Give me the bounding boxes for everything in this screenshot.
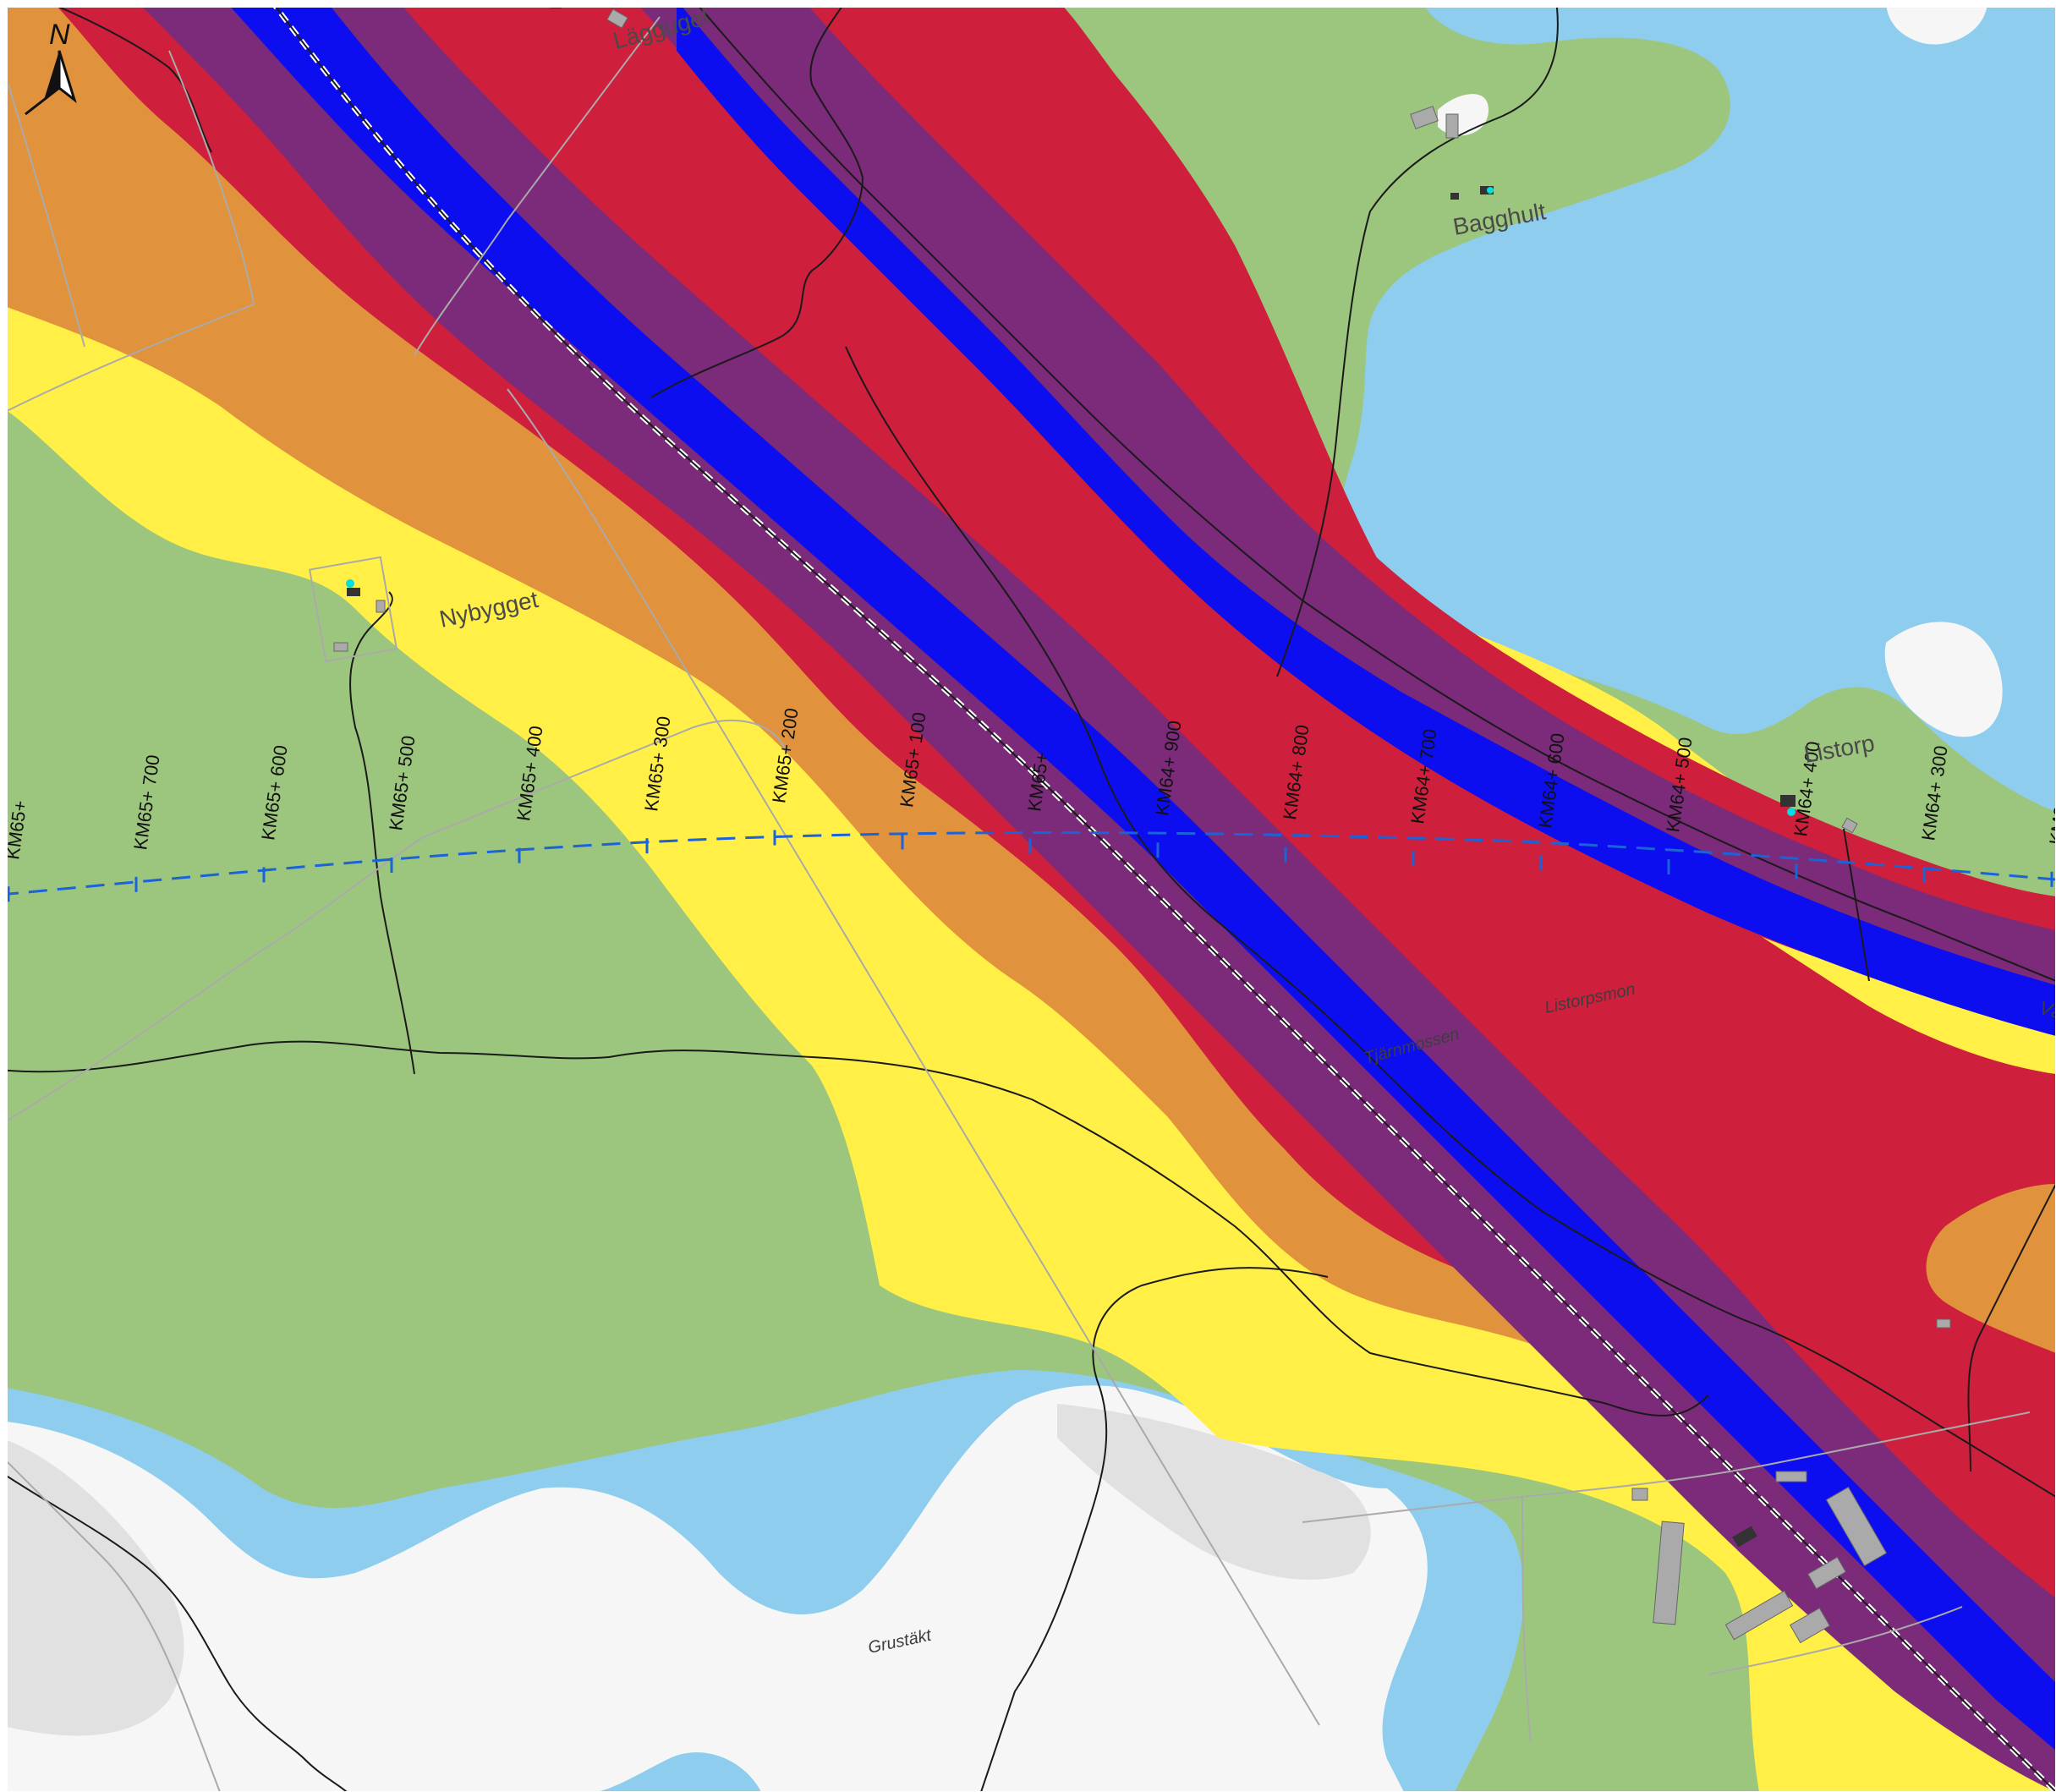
- lake-north: [1337, 7, 2056, 812]
- highway: [698, 7, 2056, 982]
- north-arrow-icon: [25, 50, 77, 116]
- road: [349, 591, 415, 1075]
- building: [606, 8, 628, 29]
- building: [333, 642, 348, 652]
- grey-zone-sw: [7, 1439, 184, 1736]
- building: [1825, 1486, 1888, 1567]
- road: [56, 7, 212, 153]
- building: [347, 588, 360, 596]
- road: [1967, 1183, 2056, 1472]
- building: [1807, 1556, 1847, 1590]
- road: [845, 346, 2056, 1498]
- building: [376, 600, 386, 613]
- location-dot: [1787, 808, 1796, 816]
- snow-patch-east: [1884, 622, 2003, 737]
- property-parcel-nybygget: [308, 556, 398, 663]
- snow-patch-north: [1886, 7, 1987, 45]
- building: [1450, 193, 1459, 200]
- building: [1631, 1488, 1648, 1501]
- building: [1775, 1471, 1807, 1482]
- property-line: [7, 304, 787, 1122]
- place-label-edge: Vä: [2037, 997, 2056, 1023]
- building: [1724, 1590, 1794, 1641]
- map-frame: [6, 6, 2056, 1792]
- building: [1841, 817, 1858, 834]
- road: [7, 1475, 348, 1792]
- property-line: [8, 50, 255, 348]
- property-line: [414, 16, 1320, 1726]
- road: [1276, 7, 1559, 677]
- noise-zone-purple-main: [141, 7, 2056, 1792]
- building: [1936, 1318, 1951, 1329]
- building: [1789, 1607, 1831, 1644]
- building: [1410, 106, 1439, 129]
- road: [980, 1267, 1329, 1792]
- kilometer-line: [7, 831, 2056, 896]
- grey-zone-south: [1057, 1404, 1371, 1580]
- property-line: [7, 1460, 221, 1792]
- noise-zone-blue-main: [230, 7, 2056, 1751]
- open-ground-south: [7, 1385, 1428, 1792]
- building: [1780, 795, 1796, 807]
- noise-zone-purple-north: [639, 7, 2056, 989]
- building: [1653, 1521, 1685, 1625]
- road: [1843, 828, 1870, 982]
- building: [1445, 113, 1459, 139]
- location-dot: [1487, 187, 1494, 194]
- building: [1732, 1526, 1757, 1548]
- railway-edge: [274, 7, 2056, 1792]
- road: [7, 1040, 1709, 1417]
- road: [650, 7, 864, 398]
- property-line: [1302, 1411, 2031, 1743]
- location-dot: [346, 579, 354, 588]
- north-label: N: [49, 19, 70, 51]
